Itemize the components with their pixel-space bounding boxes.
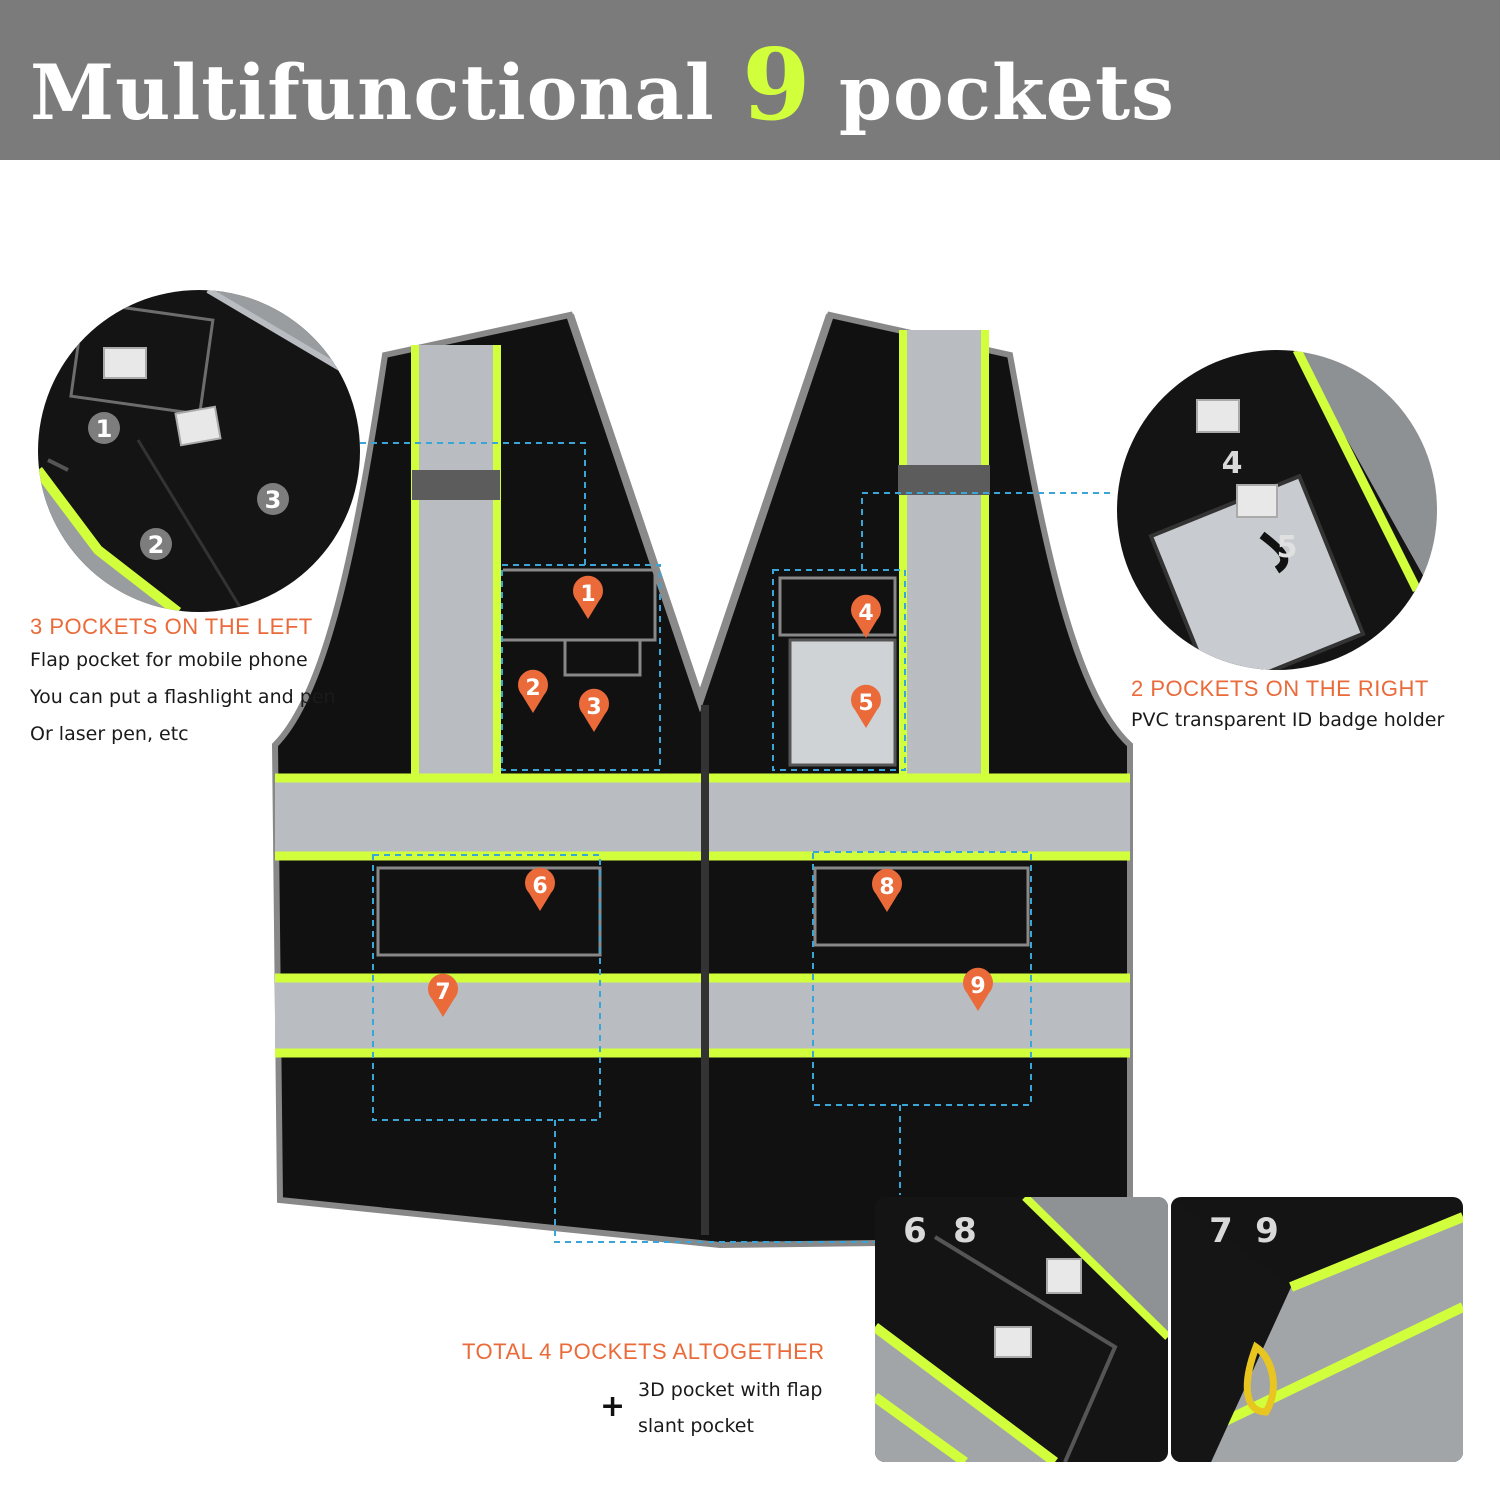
strap-right: [903, 330, 985, 775]
pin-marker-3: 3: [579, 688, 609, 732]
pin-marker-6-label: 6: [532, 874, 547, 899]
pin-marker-5-label: 5: [858, 691, 873, 716]
pin-marker-5: 5: [851, 684, 881, 728]
closeup-pockets-6-8: 6 8: [875, 1197, 1168, 1462]
closeup-left-label-2: 2: [148, 531, 165, 559]
bottom-pockets-heading: TOTAL 4 POCKETS ALTOGETHER: [462, 1339, 825, 1364]
right-desc-line-1: PVC transparent ID badge holder: [1131, 709, 1445, 731]
left-desc-line-1: Flap pocket for mobile phone: [30, 649, 308, 671]
closeup-bottom-label-7: 7: [1209, 1211, 1233, 1251]
closeup-right-label-5: 5: [1277, 530, 1298, 565]
pin-marker-7: 7: [428, 973, 458, 1017]
pin-marker-9-label: 9: [970, 974, 985, 999]
neck-piping: [566, 313, 834, 713]
pin-marker-2: 2: [518, 669, 548, 713]
closeup-pockets-7-9: 7 9: [1171, 1197, 1463, 1462]
title-suffix: pockets: [838, 48, 1175, 137]
closeup-left-pockets: 1 2 3: [38, 290, 360, 612]
dashed-guides: [360, 442, 1115, 1243]
closeup-left-label-1: 1: [96, 415, 113, 443]
pin-marker-2-label: 2: [525, 676, 540, 701]
pin-marker-8-label: 8: [879, 875, 894, 900]
title-number: 9: [742, 28, 812, 143]
closeup-right-pockets: 4 5: [1117, 350, 1437, 670]
strap-left: [415, 345, 497, 775]
pin-marker-4-label: 4: [858, 601, 873, 626]
closeup-bottom-label-9: 9: [1255, 1211, 1279, 1251]
plus-sign: +: [600, 1389, 626, 1424]
left-desc-line-2: You can put a flashlight and pen: [30, 686, 336, 708]
pin-marker-7-label: 7: [435, 980, 450, 1005]
closeup-bottom-label-6: 6: [903, 1211, 927, 1251]
pin-marker-8: 8: [872, 868, 902, 912]
pin-marker-4: 4: [851, 594, 881, 638]
pin-marker-1: 1: [573, 575, 603, 619]
left-desc-line-3: Or laser pen, etc: [30, 723, 189, 745]
closeup-right-label-4: 4: [1222, 446, 1243, 481]
bottom-desc-line-1: 3D pocket with flap: [638, 1379, 823, 1401]
pin-marker-6: 6: [525, 867, 555, 911]
bottom-desc-line-2: slant pocket: [638, 1415, 754, 1437]
closeup-left-label-3: 3: [265, 486, 282, 514]
left-pockets-heading: 3 POCKETS ON THE LEFT: [30, 614, 313, 639]
pin-marker-1-label: 1: [580, 582, 595, 607]
page-title: Multifunctional 9 pockets: [30, 28, 1175, 143]
title-banner: Multifunctional 9 pockets: [0, 0, 1500, 160]
closeup-bottom-label-8: 8: [953, 1211, 977, 1251]
right-pockets-heading: 2 POCKETS ON THE RIGHT: [1131, 676, 1429, 701]
title-prefix: Multifunctional: [30, 48, 715, 137]
pin-marker-3-label: 3: [586, 695, 601, 720]
pin-marker-9: 9: [963, 967, 993, 1011]
